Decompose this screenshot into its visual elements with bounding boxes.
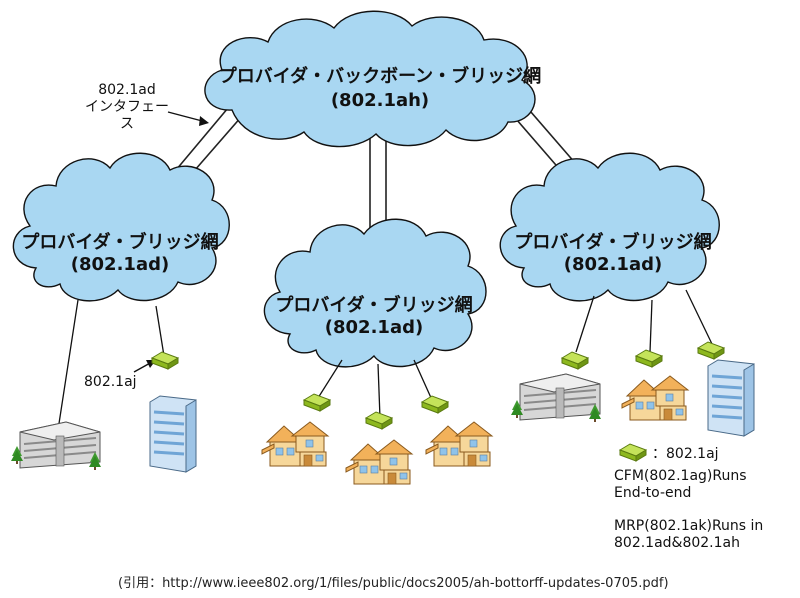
- interface-label: 802.1ad インタフェース: [82, 82, 172, 133]
- aj-label: 802.1aj: [84, 374, 137, 390]
- center-cloud-subtitle: (802.1ad): [324, 317, 424, 338]
- interface-label-line1: 802.1ad: [98, 82, 156, 98]
- office-building-icon: [19, 421, 101, 469]
- left-cloud-subtitle: (802.1ad): [70, 254, 170, 275]
- bridge-device-icon: [561, 351, 589, 370]
- tower-building-icon: [148, 394, 198, 474]
- legend-cfm: CFM(802.1ag)Runs End-to-end: [614, 468, 747, 502]
- legend-aj-label: ：802.1aj: [652, 446, 719, 462]
- bridge-device-icon: [303, 393, 331, 412]
- house-icon: [261, 421, 329, 467]
- access-links: [57, 289, 713, 431]
- backbone-cloud-subtitle: (802.1ah): [330, 90, 430, 111]
- left-cloud-icon: [12, 152, 230, 302]
- house-icon: [345, 439, 413, 485]
- center-cloud-icon: [263, 218, 487, 368]
- legend-cfm-line1: CFM(802.1ag)Runs: [614, 468, 747, 484]
- legend-cfm-line2: End-to-end: [614, 485, 692, 501]
- left-cloud-title: プロバイダ・ブリッジ網: [21, 232, 219, 253]
- house-icon: [425, 421, 493, 467]
- right-cloud-icon: [499, 152, 720, 302]
- right-cloud-title: プロバイダ・ブリッジ網: [514, 232, 712, 253]
- legend-device-icon: [619, 443, 647, 462]
- bridge-device-icon: [365, 411, 393, 430]
- backbone-cloud-icon: [204, 10, 536, 148]
- legend-mrp-line2: 802.1ad&802.1ah: [614, 535, 740, 551]
- bridge-device-icon: [697, 341, 725, 360]
- bridge-device-icon: [151, 351, 179, 370]
- tower-building-icon: [706, 358, 756, 438]
- right-cloud-subtitle: (802.1ad): [563, 254, 663, 275]
- backbone-cloud-title: プロバイダ・バックボーン・ブリッジ網: [218, 66, 542, 87]
- center-cloud-title: プロバイダ・ブリッジ網: [275, 295, 473, 316]
- citation: (引用：http://www.ieee802.org/1/files/publi…: [118, 576, 669, 591]
- bridge-device-icon: [421, 395, 449, 414]
- legend-mrp-line1: MRP(802.1ak)Runs in: [614, 518, 764, 534]
- interface-arrow: [167, 111, 209, 126]
- office-building-icon: [519, 373, 601, 421]
- legend-mrp: MRP(802.1ak)Runs in 802.1ad&802.1ah: [614, 518, 763, 552]
- bridge-device-icon: [635, 349, 663, 368]
- house-icon: [621, 375, 689, 421]
- interface-label-line2: インタフェース: [85, 99, 169, 132]
